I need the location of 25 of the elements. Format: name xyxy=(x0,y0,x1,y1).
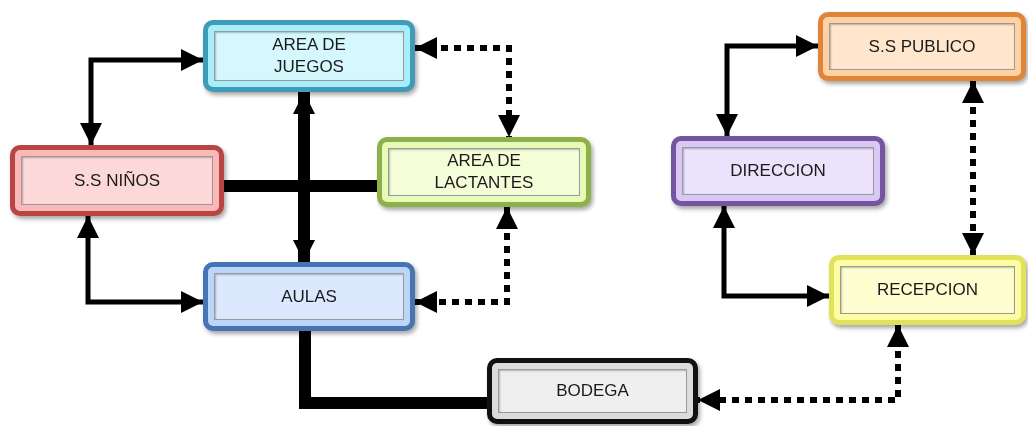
arrow xyxy=(293,92,315,262)
process-box xyxy=(203,262,415,331)
node-label: RECEPCION xyxy=(876,279,979,301)
process-box xyxy=(487,358,698,424)
node-label: AULAS xyxy=(281,285,337,308)
node-label: S.S NIÑOS xyxy=(74,169,160,192)
arrow xyxy=(77,216,203,313)
dotted-arrow xyxy=(415,37,520,137)
process-box xyxy=(829,255,1026,325)
process-box xyxy=(671,136,885,206)
dotted-arrow xyxy=(698,325,909,411)
process-box xyxy=(203,20,415,92)
node-label: S.S PUBLICO xyxy=(868,35,976,58)
node-label: AREA DE JUEGOS xyxy=(271,34,347,78)
node-label: AREA DE LACTANTES xyxy=(433,150,535,194)
process-box xyxy=(818,12,1026,81)
dotted-arrow xyxy=(962,81,984,255)
arrow xyxy=(80,49,203,145)
process-box xyxy=(377,137,591,207)
node-label: BODEGA xyxy=(556,380,629,402)
process-box xyxy=(10,145,224,216)
dotted-arrow xyxy=(415,207,518,313)
node-label: DIRECCION xyxy=(730,160,826,182)
arrow xyxy=(713,206,829,307)
arrow xyxy=(716,35,818,136)
